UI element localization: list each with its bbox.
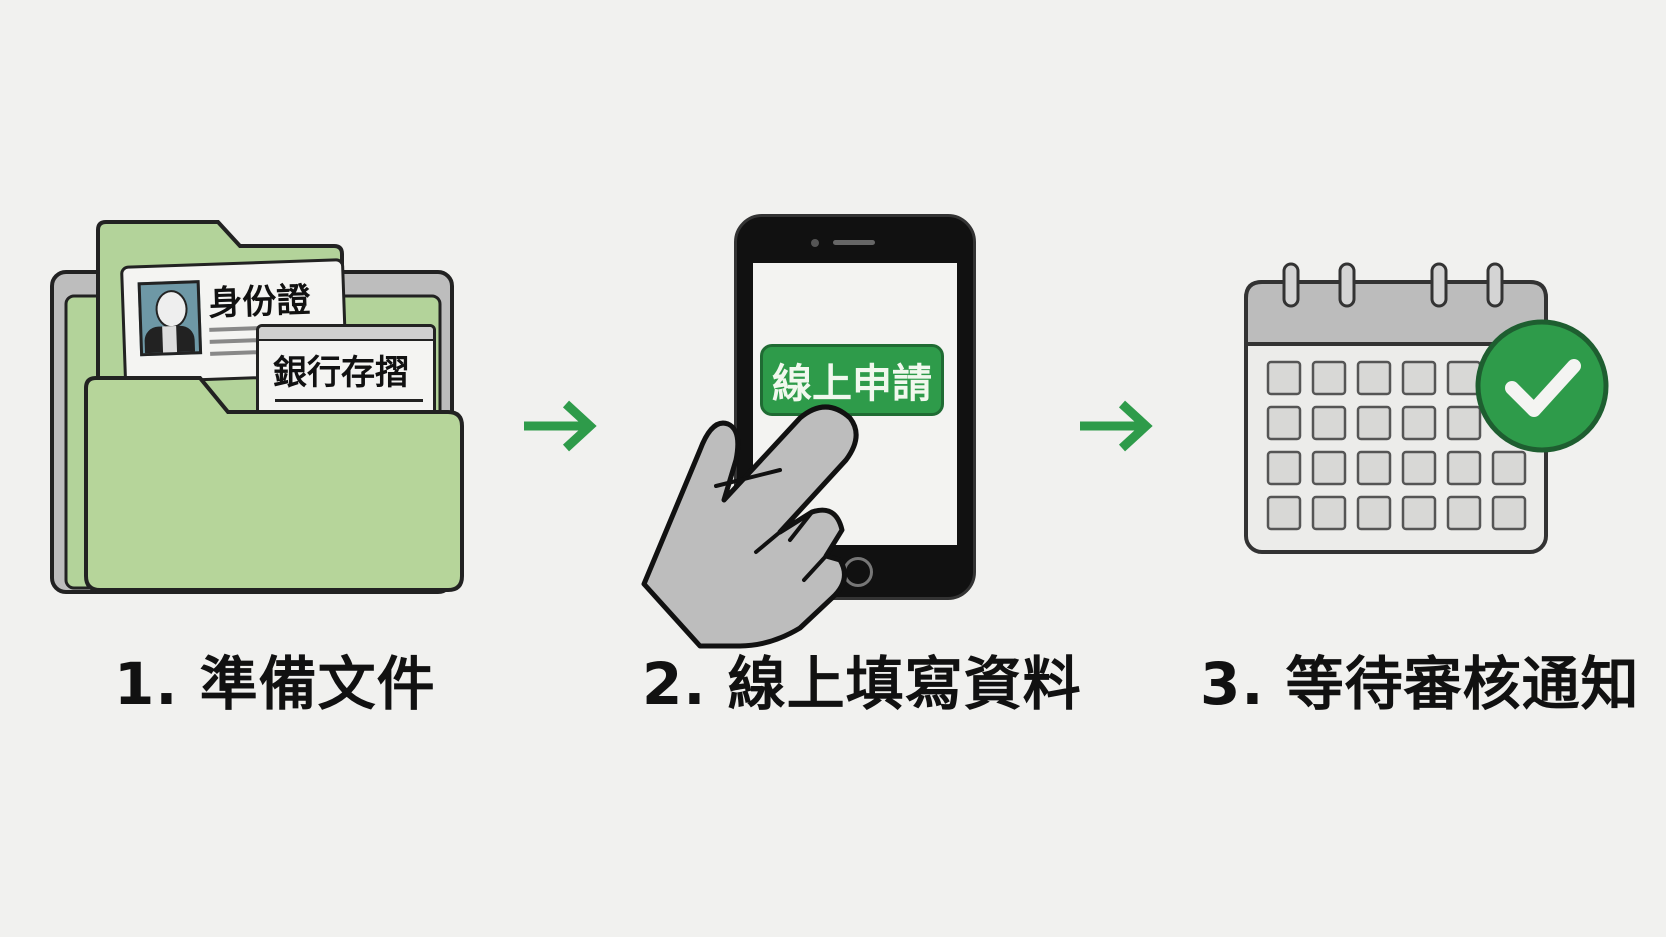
step-3-label: 3. 等待審核通知 [1200,655,1640,713]
step-1-label: 1. 準備文件 [114,655,436,713]
checkmark-badge-icon [1475,319,1609,453]
arrow-right-icon [1080,400,1153,452]
step-1-title: 準備文件 [199,650,436,718]
step-2-number: 2. [642,650,707,718]
bankbook-title: 銀行存摺 [273,353,409,393]
step-2-label: 2. 線上填寫資料 [642,655,1082,713]
phone-camera [811,239,819,247]
step-3-number: 3. [1200,650,1265,718]
step-2-title: 線上填寫資料 [727,650,1082,718]
step-1-number: 1. [114,650,179,718]
step-3-title: 等待審核通知 [1285,650,1640,718]
apply-online-button[interactable]: 線上申請 [760,344,944,416]
arrow-right-icon [524,400,597,452]
phone-speaker [833,240,875,245]
